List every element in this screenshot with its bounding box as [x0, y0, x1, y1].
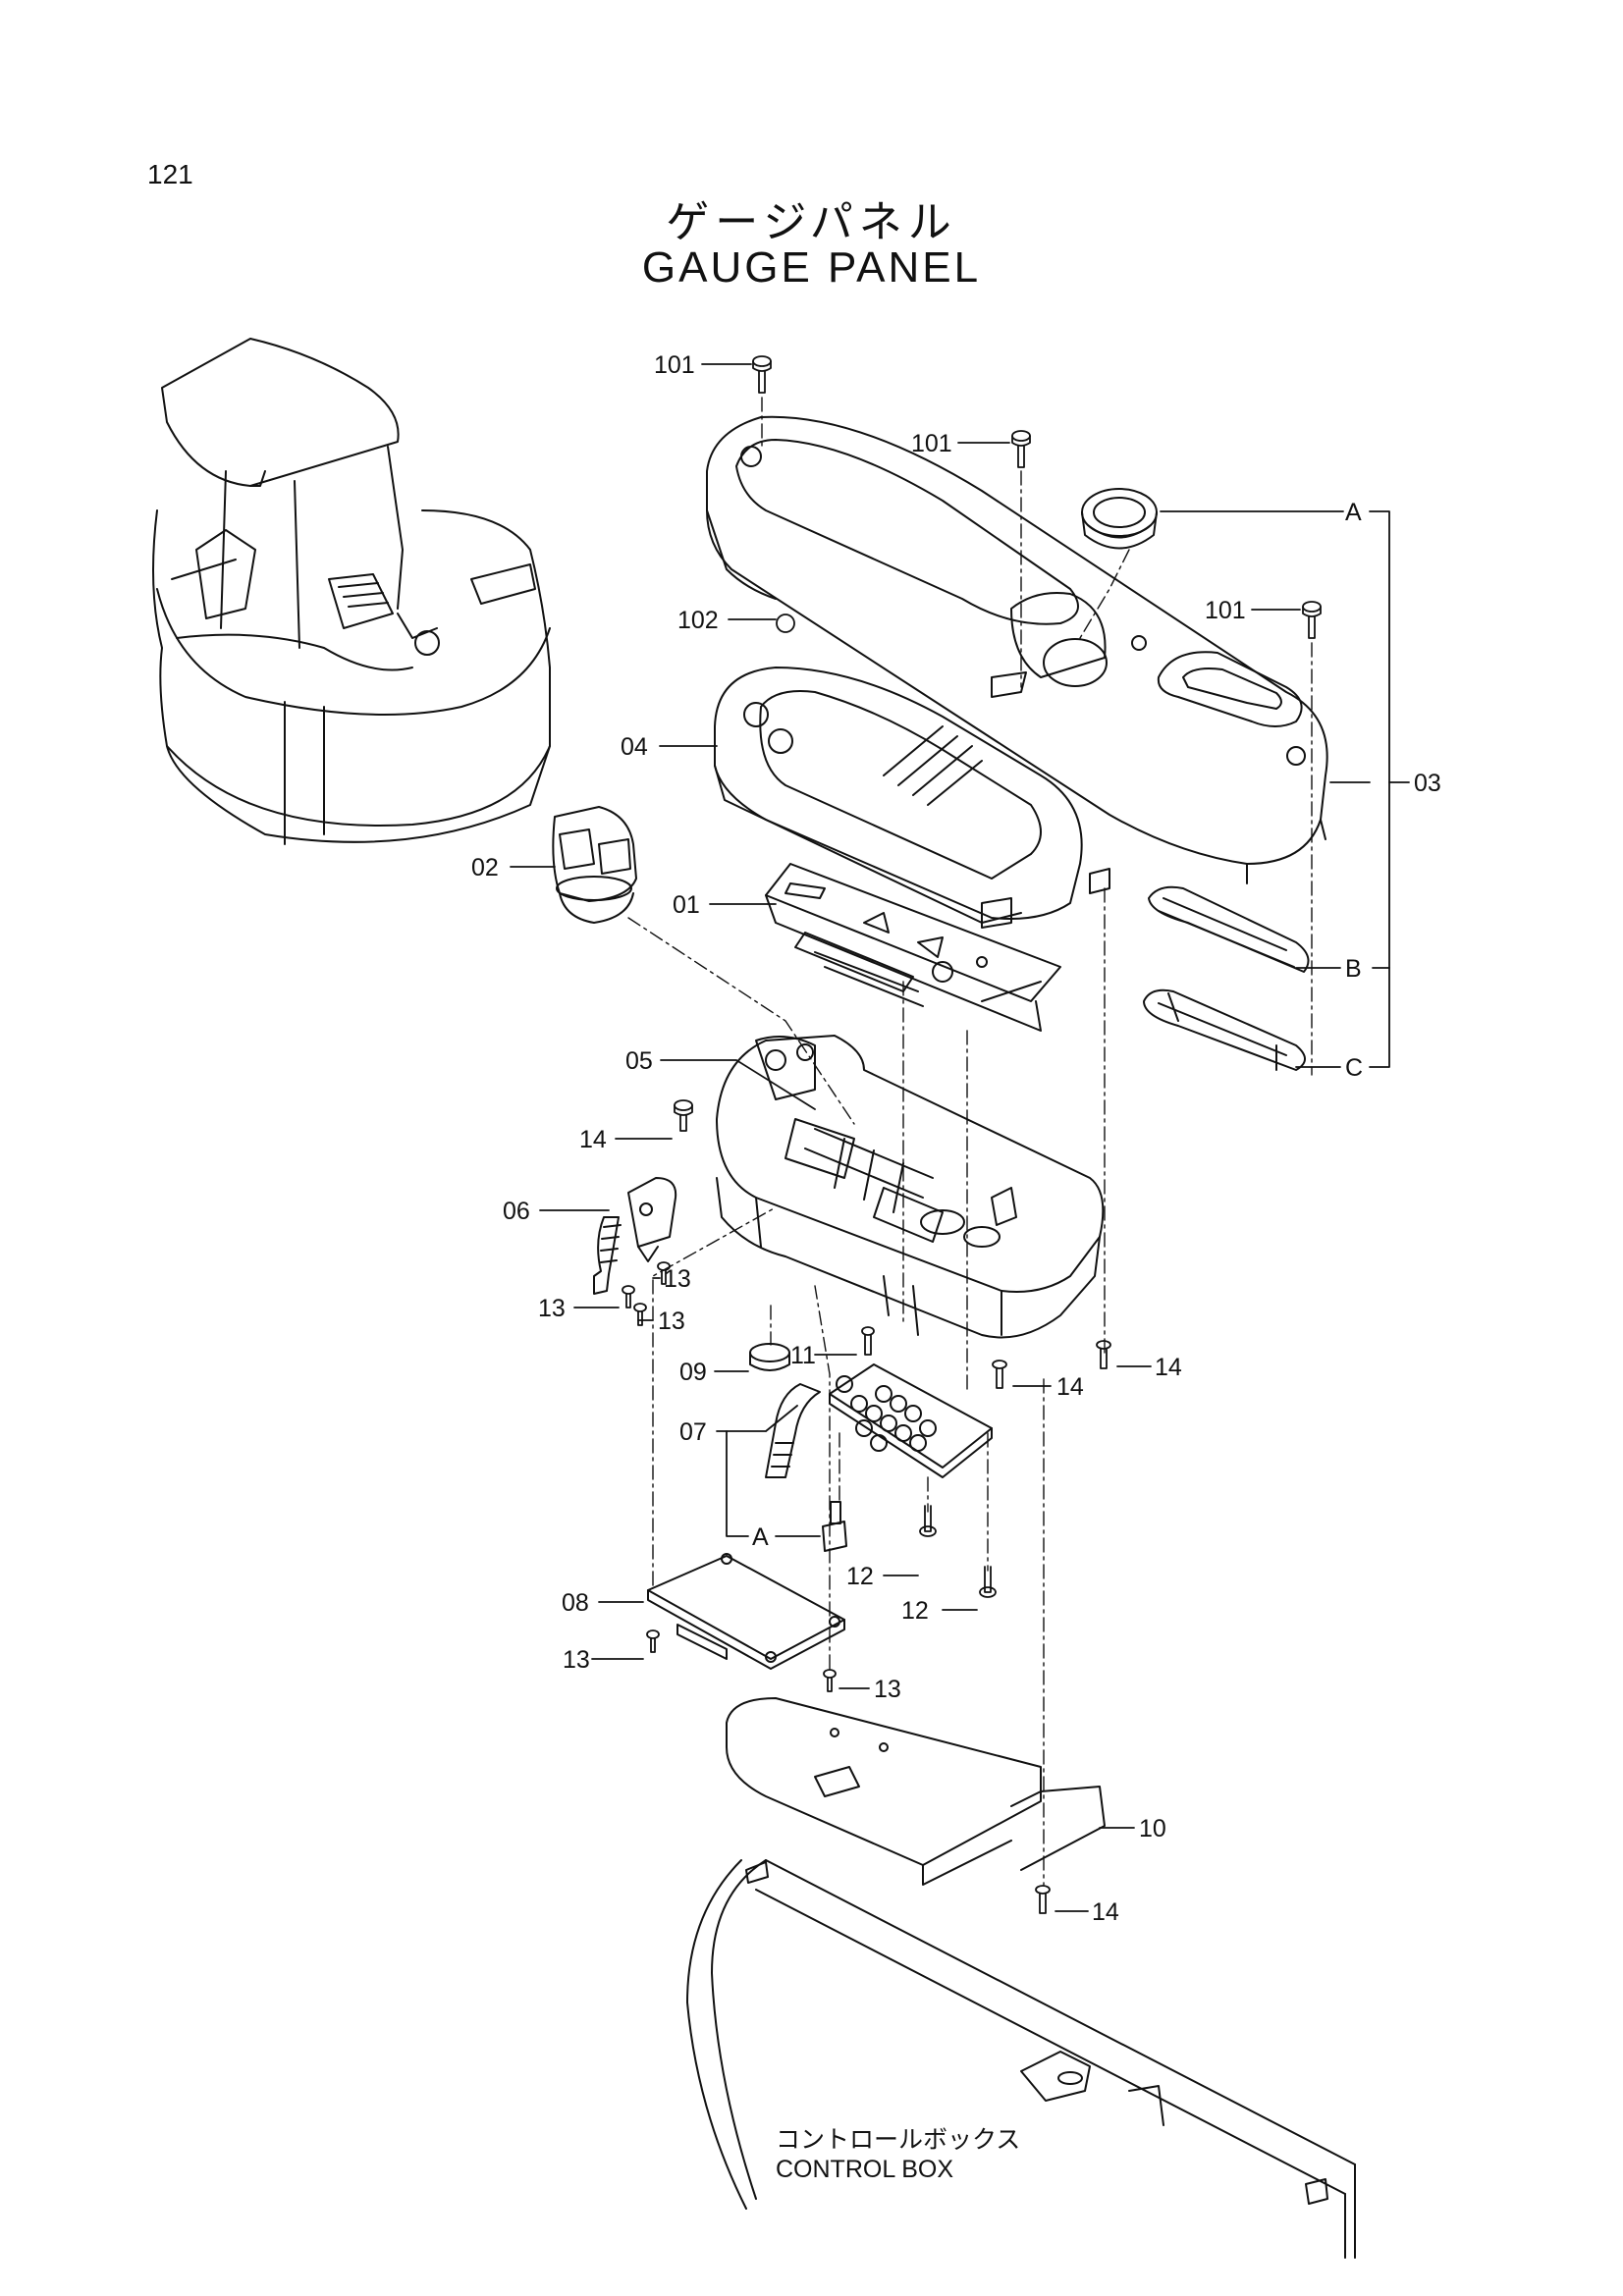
screw-icon [979, 1566, 997, 1598]
buzzer-part-02 [552, 806, 637, 924]
callout-09: 09 [679, 1359, 707, 1386]
control-box-label-jp: コントロールボックス [776, 2126, 1021, 2154]
screw-icon [1302, 601, 1322, 639]
sub-panel-part-b [1148, 885, 1310, 973]
cap-part-09 [749, 1343, 790, 1371]
callout-12: 12 [846, 1563, 874, 1590]
controller-board-part-08 [647, 1553, 845, 1670]
callout-08: 08 [562, 1589, 589, 1617]
lower-cover-part-04 [714, 667, 1110, 929]
screw-icon [674, 1099, 693, 1132]
screw-icon [919, 1505, 937, 1537]
bottom-plate-part-10 [726, 1697, 1106, 1886]
title-japanese: ゲージパネル [666, 197, 957, 247]
overlay-sheet-part-01 [765, 863, 1061, 1032]
callout-12: 12 [901, 1597, 929, 1625]
callout-102: 102 [677, 607, 719, 634]
callout-labels: 101 101 101 102 A 03 04 02 01 B C 05 14 … [471, 351, 1441, 1926]
callout-14: 14 [1056, 1373, 1084, 1401]
callout-14: 14 [579, 1126, 607, 1153]
screw-icon [1011, 430, 1031, 468]
gauge-housing-part-05 [716, 1035, 1105, 1339]
callout-13: 13 [664, 1265, 691, 1293]
callout-10: 10 [1139, 1815, 1166, 1842]
callout-101: 101 [654, 351, 695, 379]
callout-01: 01 [673, 891, 700, 919]
assembly-lines [627, 397, 1313, 1886]
callout-07: 07 [679, 1418, 707, 1446]
callout-b: B [1345, 955, 1362, 983]
switch-part-a-lower [822, 1501, 847, 1552]
screws [622, 355, 1322, 1914]
callout-13: 13 [874, 1676, 901, 1703]
callout-13: 13 [538, 1295, 566, 1322]
screw-icon [861, 1326, 875, 1356]
callout-101: 101 [1205, 597, 1246, 624]
leader-lines [510, 363, 1410, 1912]
callout-11: 11 [790, 1342, 816, 1369]
screw-icon [752, 355, 772, 394]
control-box-outline [686, 1859, 1356, 2259]
bracket-part-06 [593, 1177, 677, 1295]
callout-a: A [1345, 499, 1362, 526]
screw-icon [992, 1360, 1007, 1389]
control-box-caption: コントロールボックス CONTROL BOX [776, 2125, 1020, 2184]
screw-icon [646, 1629, 660, 1653]
callout-a: A [752, 1523, 769, 1551]
callout-03: 03 [1414, 770, 1441, 797]
machine-overview-illustration [152, 338, 551, 845]
screw-icon [1096, 1340, 1111, 1369]
circuit-board-part-07 [765, 1363, 993, 1478]
callout-13: 13 [658, 1308, 685, 1335]
callout-06: 06 [503, 1198, 530, 1225]
control-box-label-en: CONTROL BOX [776, 2156, 954, 2183]
callout-13: 13 [563, 1646, 590, 1674]
callout-101: 101 [911, 430, 952, 457]
gauge-panel-cover-part-03 [706, 415, 1328, 884]
screw-icon [622, 1285, 635, 1308]
screw-icon [1035, 1885, 1051, 1914]
callout-04: 04 [621, 733, 648, 761]
sub-panel-part-c [1143, 988, 1306, 1071]
screw-icon [823, 1669, 837, 1692]
callout-c: C [1345, 1054, 1363, 1082]
callout-05: 05 [625, 1047, 653, 1075]
callout-14: 14 [1155, 1354, 1182, 1381]
callout-02: 02 [471, 854, 499, 881]
page-title: GAUGE PANEL [641, 243, 982, 292]
knob-part-a [1081, 488, 1158, 550]
screw-icon [633, 1303, 647, 1326]
callout-14: 14 [1092, 1898, 1119, 1926]
page-number: 121 [147, 159, 193, 189]
